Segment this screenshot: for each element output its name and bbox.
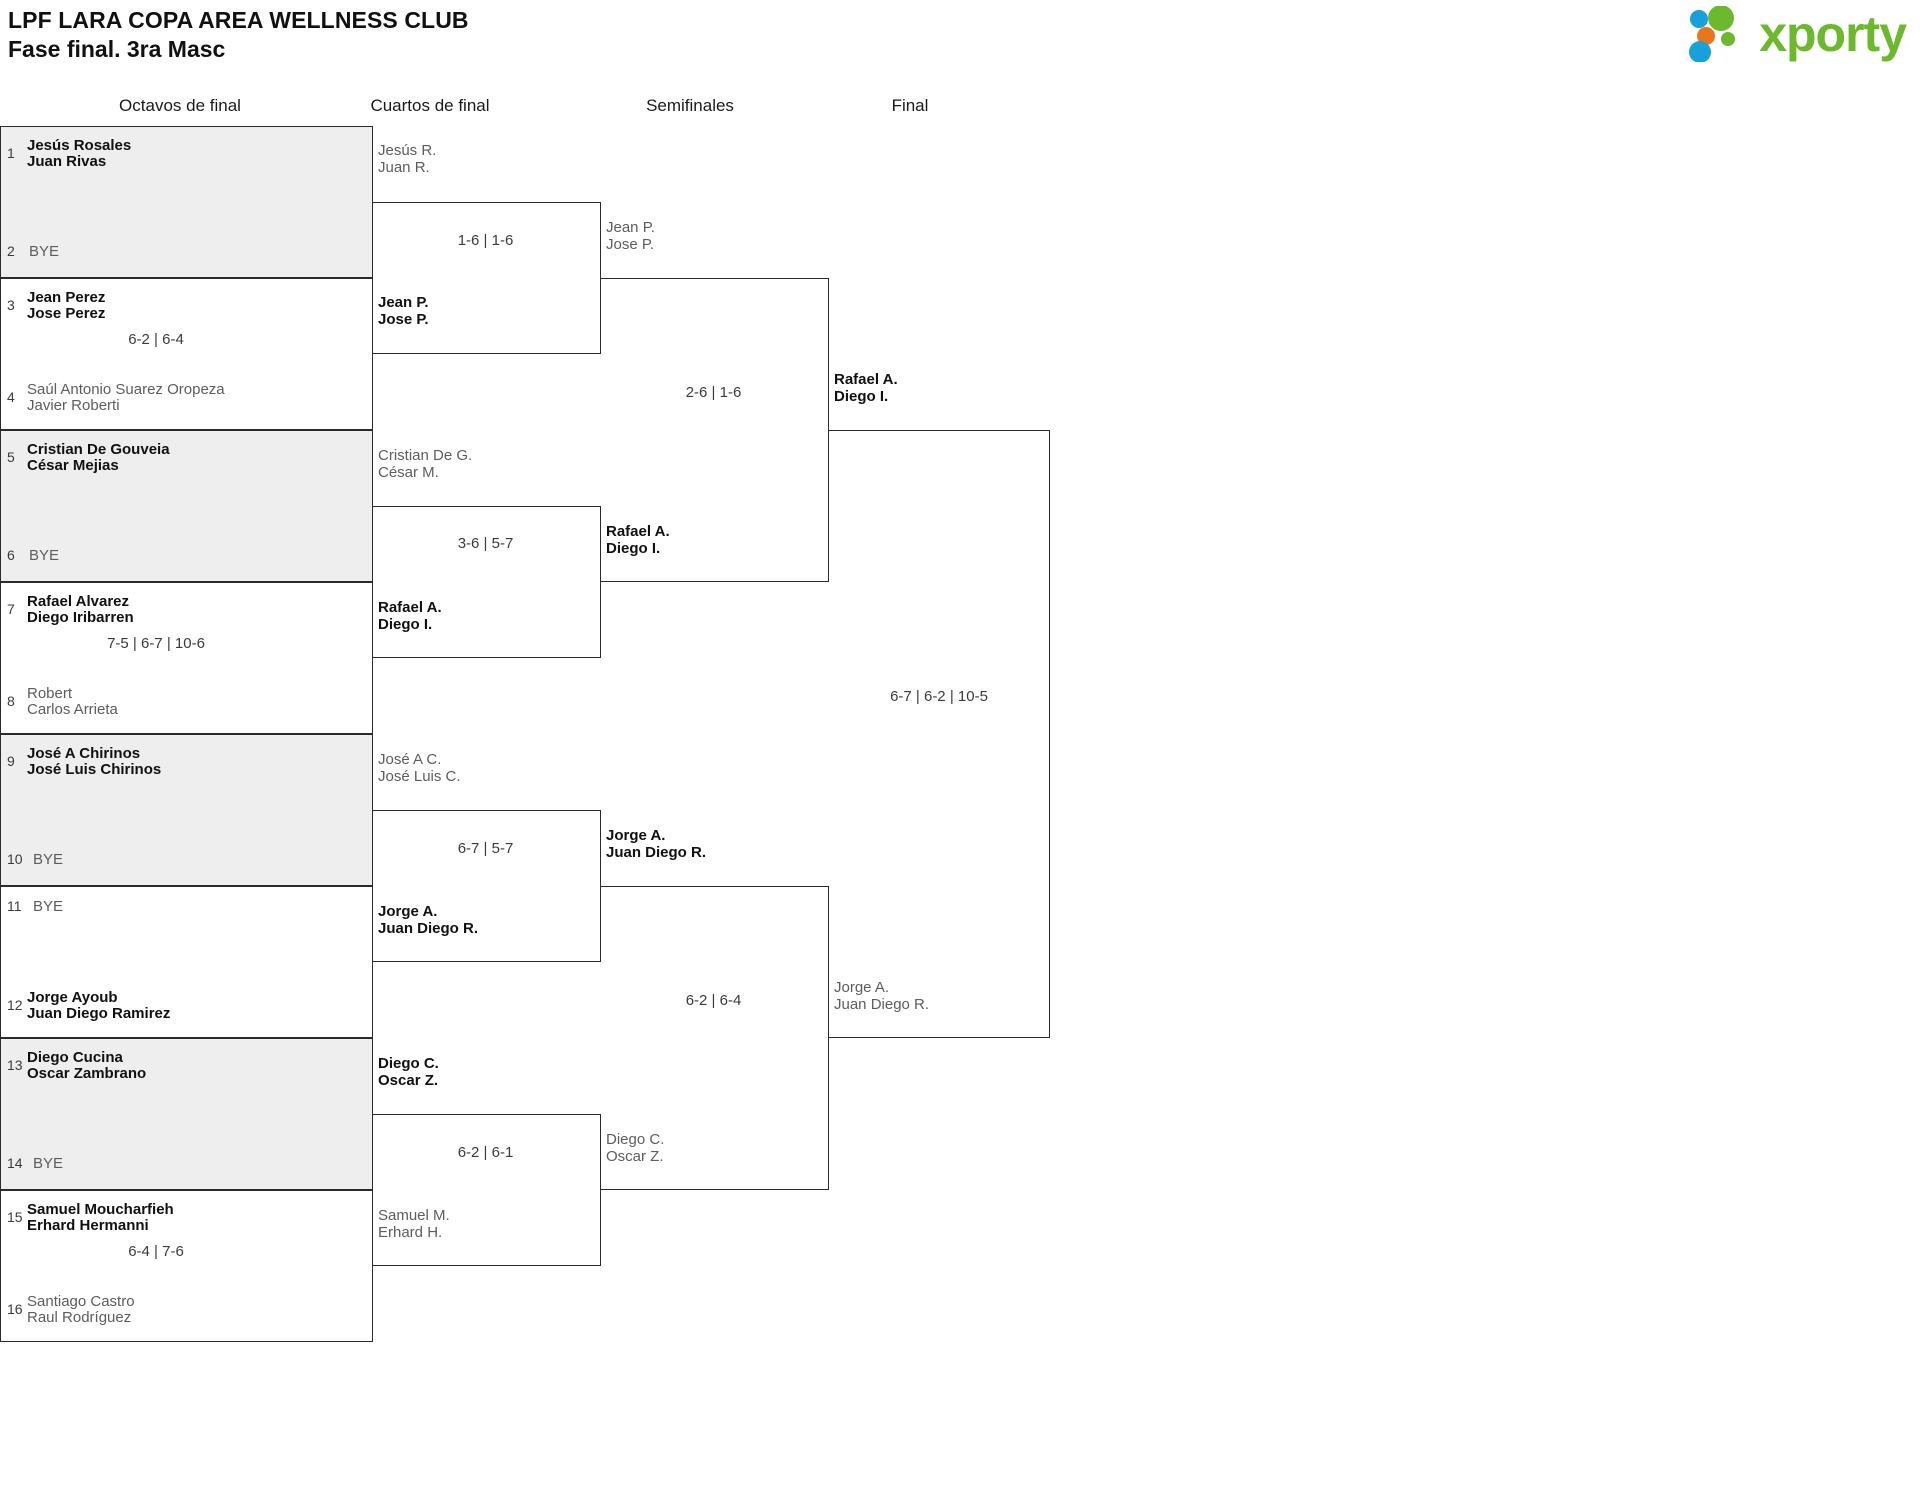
page-title: LPF LARA COPA AREA WELLNESS CLUB Fase fi… bbox=[8, 6, 469, 65]
team-name: Rafael Alvarez Diego Iribarren bbox=[27, 593, 134, 627]
team-name: Rafael A. Diego I. bbox=[378, 599, 442, 633]
tournament-name: LPF LARA COPA AREA WELLNESS CLUB bbox=[8, 7, 469, 33]
qf-match[interactable] bbox=[373, 810, 601, 962]
sf-match[interactable] bbox=[601, 886, 829, 1190]
r16-match[interactable]: 11 BYE 12 Jorge Ayoub Juan Diego Ramirez bbox=[0, 886, 373, 1038]
seed-number: 16 bbox=[7, 1301, 23, 1317]
xporty-wordmark: xporty bbox=[1759, 6, 1907, 62]
qf-match[interactable] bbox=[373, 506, 601, 658]
r16-match[interactable]: 9 José A Chirinos José Luis Chirinos 10 … bbox=[0, 734, 373, 886]
team-name: Robert Carlos Arrieta bbox=[27, 685, 118, 719]
seed-number: 13 bbox=[7, 1057, 23, 1073]
qf-match[interactable] bbox=[373, 1114, 601, 1266]
team-name: Jorge A. Juan Diego R. bbox=[606, 827, 707, 861]
match-score: 6-4 | 7-6 bbox=[128, 1243, 184, 1260]
round-header-semifinales: Semifinales bbox=[646, 96, 734, 115]
xporty-dots-icon bbox=[1689, 6, 1736, 62]
bye-label: BYE bbox=[33, 898, 64, 915]
r16-match[interactable]: 15 Samuel Moucharfieh Erhard Hermanni 16… bbox=[0, 1190, 373, 1342]
team-name: Jean P. Jose P. bbox=[378, 294, 429, 328]
sf-match[interactable] bbox=[601, 278, 829, 582]
r16-match[interactable]: 3 Jean Perez Jose Perez 4 Saúl Antonio S… bbox=[0, 278, 373, 430]
seed-number: 12 bbox=[7, 997, 23, 1013]
match-score: 2-6 | 1-6 bbox=[685, 384, 742, 401]
match-score: 6-2 | 6-4 bbox=[128, 331, 184, 348]
team-name: Santiago Castro Raul Rodríguez bbox=[27, 1293, 135, 1327]
team-name: Rafael A. Diego I. bbox=[834, 371, 898, 405]
team-name: Jesús R. Juan R. bbox=[378, 142, 437, 176]
round-header-final: Final bbox=[891, 96, 929, 115]
round-header-cuartos: Cuartos de final bbox=[370, 96, 490, 115]
team-name: Jesús Rosales Juan Rivas bbox=[27, 137, 132, 171]
r16-match[interactable]: 1 Jesús Rosales Juan Rivas 2 BYE bbox=[0, 126, 373, 278]
qf-match[interactable] bbox=[373, 202, 601, 354]
match-score: 6-7 | 5-7 bbox=[457, 840, 514, 857]
match-score: 6-2 | 6-1 bbox=[457, 1144, 514, 1161]
team-name: Samuel M. Erhard H. bbox=[378, 1207, 450, 1241]
team-name: Diego Cucina Oscar Zambrano bbox=[27, 1049, 147, 1083]
r16-match[interactable]: 5 Cristian De Gouveia César Mejias 6 BYE bbox=[0, 430, 373, 582]
team-name: José A Chirinos José Luis Chirinos bbox=[27, 745, 162, 779]
team-name: Saúl Antonio Suarez Oropeza Javier Rober… bbox=[27, 381, 225, 415]
seed-number: 15 bbox=[7, 1209, 23, 1225]
r16-match[interactable]: 13 Diego Cucina Oscar Zambrano 14 BYE bbox=[0, 1038, 373, 1190]
team-name: Jorge A. Juan Diego R. bbox=[378, 903, 479, 937]
seed-number: 10 bbox=[7, 851, 23, 867]
round-header-octavos: Octavos de final bbox=[119, 96, 241, 115]
team-name: Jorge Ayoub Juan Diego Ramirez bbox=[27, 989, 171, 1023]
final-match[interactable] bbox=[829, 430, 1050, 1038]
seed-number: 8 bbox=[7, 693, 15, 709]
match-score: 6-2 | 6-4 bbox=[685, 992, 742, 1009]
bye-label: BYE bbox=[33, 851, 64, 868]
seed-number: 14 bbox=[7, 1155, 23, 1171]
bye-label: BYE bbox=[29, 243, 60, 260]
xporty-logo: xporty bbox=[1687, 6, 1907, 62]
match-score: 6-7 | 6-2 | 10-5 bbox=[890, 688, 988, 705]
tournament-phase: Fase final. 3ra Masc bbox=[8, 36, 226, 63]
bye-label: BYE bbox=[33, 1155, 64, 1172]
team-name: Cristian De G. César M. bbox=[378, 447, 473, 481]
seed-number: 1 bbox=[7, 145, 15, 161]
team-name: Jorge A. Juan Diego R. bbox=[834, 979, 930, 1013]
team-name: José A C. José Luis C. bbox=[378, 751, 461, 785]
bye-label: BYE bbox=[29, 547, 60, 564]
seed-number: 2 bbox=[7, 243, 15, 259]
seed-number: 5 bbox=[7, 449, 15, 465]
team-name: Rafael A. Diego I. bbox=[606, 523, 670, 557]
seed-number: 4 bbox=[7, 389, 15, 405]
team-name: Diego C. Oscar Z. bbox=[378, 1055, 439, 1089]
seed-number: 7 bbox=[7, 601, 15, 617]
team-name: Samuel Moucharfieh Erhard Hermanni bbox=[27, 1201, 174, 1235]
match-score: 1-6 | 1-6 bbox=[457, 232, 514, 249]
team-name: Diego C. Oscar Z. bbox=[606, 1131, 665, 1165]
seed-number: 6 bbox=[7, 547, 15, 563]
match-score: 3-6 | 5-7 bbox=[457, 535, 514, 552]
seed-number: 3 bbox=[7, 297, 15, 313]
r16-match[interactable]: 7 Rafael Alvarez Diego Iribarren 8 Rober… bbox=[0, 582, 373, 734]
seed-number: 11 bbox=[7, 898, 22, 914]
match-score: 7-5 | 6-7 | 10-6 bbox=[107, 635, 205, 652]
team-name: Jean Perez Jose Perez bbox=[27, 289, 106, 323]
team-name: Jean P. Jose P. bbox=[606, 219, 655, 253]
team-name: Cristian De Gouveia César Mejias bbox=[27, 441, 170, 475]
seed-number: 9 bbox=[7, 753, 15, 769]
